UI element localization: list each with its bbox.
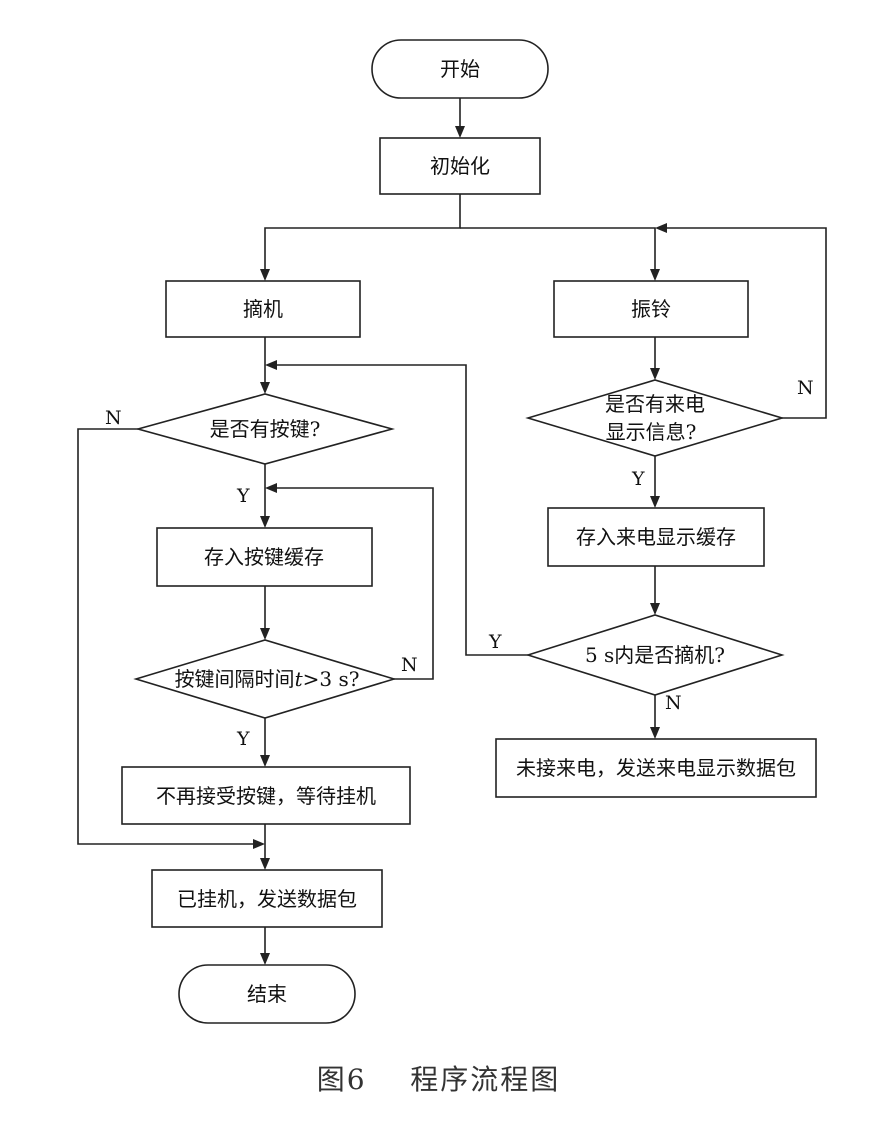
- missed-call-label: 未接来电，发送来电显示数据包: [516, 756, 796, 780]
- arrowhead: [260, 953, 270, 965]
- arrowhead: [260, 382, 270, 394]
- edge-label-offhook-5s-yes: Y: [488, 631, 502, 653]
- figure-title: 程序流程图: [410, 1063, 561, 1096]
- arrowhead: [260, 858, 270, 870]
- init-label: 初始化: [430, 154, 490, 178]
- missed-call-box: [495, 738, 817, 798]
- stop-accept-keys-box: [121, 766, 411, 825]
- onhook-send-box: [151, 869, 383, 928]
- store-caller-id-label: 存入来电显示缓存: [576, 525, 736, 549]
- ring-label: 振铃: [631, 297, 671, 321]
- key-interval-suffix: >3 s?: [303, 667, 360, 691]
- ring-box: [553, 280, 749, 338]
- has-key-label: 是否有按键?: [210, 417, 321, 441]
- edge-label-caller-id-yes: Y: [631, 468, 645, 490]
- arrowhead: [455, 126, 465, 138]
- offhook-label: 摘机: [243, 297, 283, 321]
- arrowhead: [650, 496, 660, 508]
- arrowhead: [260, 516, 270, 528]
- caller-id-label-line2: 显示信息?: [606, 420, 697, 444]
- caller-id-label-line1: 是否有来电: [605, 392, 705, 416]
- store-key-label: 存入按键缓存: [204, 545, 324, 569]
- offhook-5s-decision: [525, 614, 785, 696]
- arrowhead: [260, 269, 270, 281]
- edge-label-key-interval-yes: Y: [236, 728, 250, 750]
- edge-label-key-interval-no: N: [401, 654, 418, 676]
- arrowhead: [655, 223, 667, 233]
- edge-label-has-key-no: N: [105, 407, 122, 429]
- key-interval-label: 按键间隔时间t>3 s?: [175, 667, 360, 691]
- store-caller-id-box: [547, 507, 765, 567]
- stop-accept-keys-label: 不再接受按键，等待挂机: [156, 784, 376, 808]
- arrowhead: [265, 483, 277, 493]
- arrowhead: [260, 755, 270, 767]
- edge-label-offhook-5s-no: N: [665, 692, 682, 714]
- arrowhead: [650, 603, 660, 615]
- arrowheads: [253, 126, 667, 965]
- edge-label-has-key-yes: Y: [236, 485, 250, 507]
- key-interval-prefix: 按键间隔时间: [175, 667, 295, 691]
- arrowhead: [650, 269, 660, 281]
- figure-caption: 图6 程序流程图: [0, 1058, 877, 1098]
- arrowhead: [253, 839, 265, 849]
- init-box: [379, 137, 541, 195]
- offhook-5s-label: 5 s内是否摘机?: [585, 643, 725, 667]
- onhook-send-label: 已挂机，发送数据包: [177, 887, 357, 911]
- key-interval-var: t: [295, 667, 304, 691]
- arrowhead: [260, 628, 270, 640]
- figure-number: 图6: [316, 1063, 367, 1096]
- arrowhead: [265, 360, 277, 370]
- start-label: 开始: [440, 57, 480, 81]
- store-key-box: [156, 527, 373, 587]
- arrowhead: [650, 727, 660, 739]
- end-label: 结束: [247, 982, 287, 1006]
- edge-label-caller-id-no: N: [797, 377, 814, 399]
- offhook-box: [165, 280, 361, 338]
- end-terminal: [178, 964, 356, 1024]
- arrowhead: [650, 368, 660, 380]
- has-key-decision: [134, 393, 396, 465]
